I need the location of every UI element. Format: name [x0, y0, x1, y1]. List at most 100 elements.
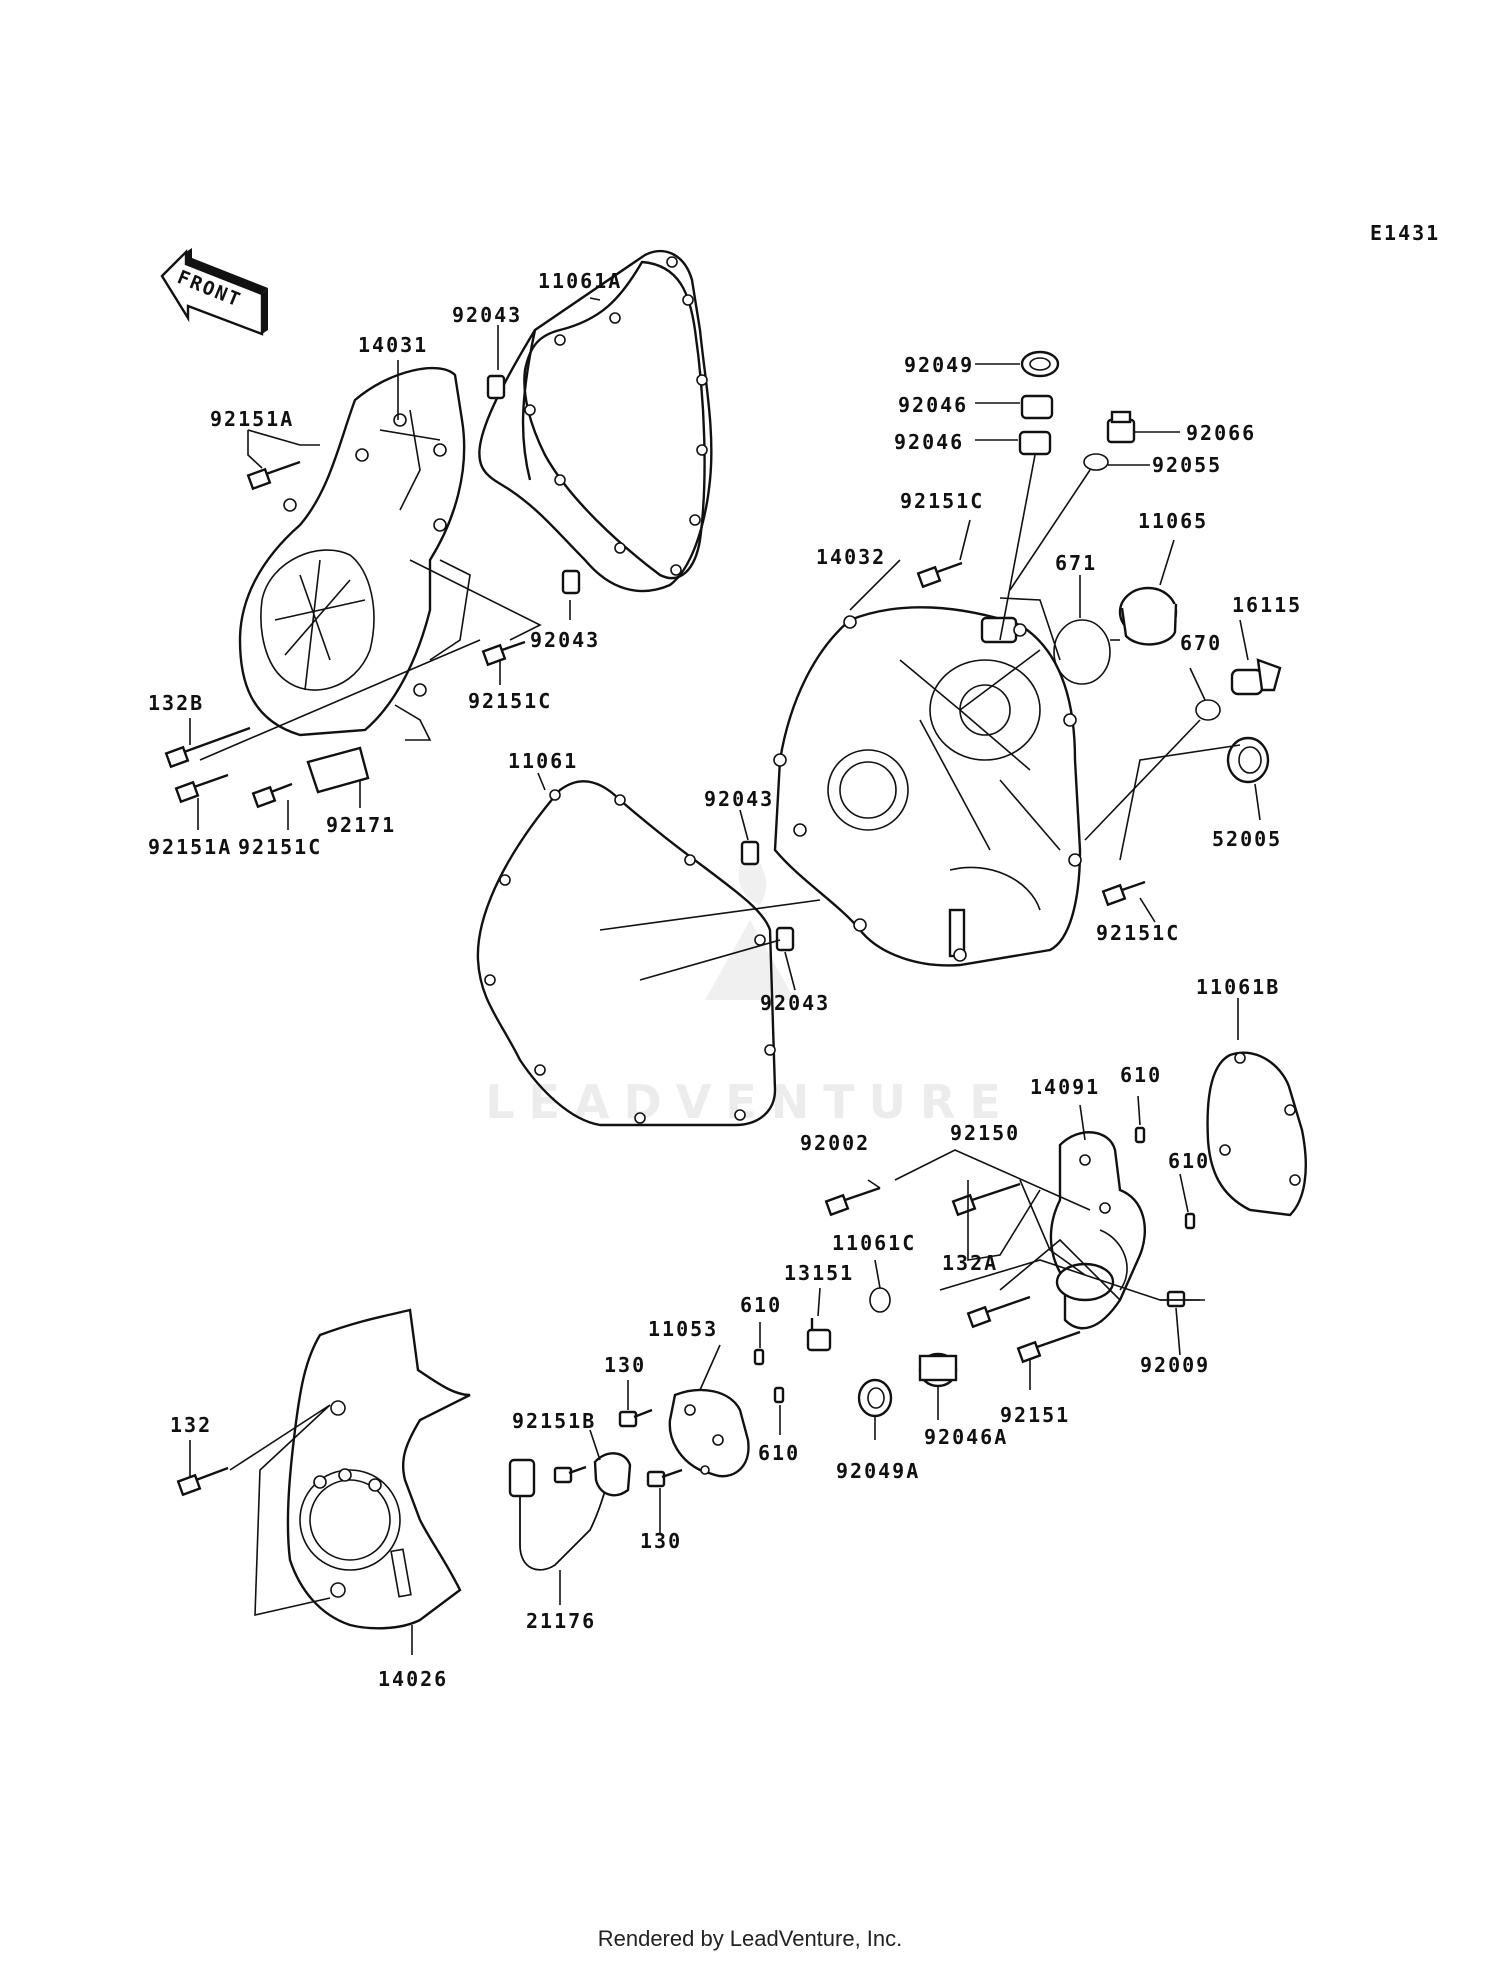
label-610-bottom: 610 [758, 1441, 800, 1465]
label-92009: 92009 [1140, 1353, 1210, 1377]
label-92151C-bottom: 92151C [238, 835, 322, 859]
gasket-11061B-holes [1219, 1052, 1301, 1186]
clutch-cover-14032 [773, 606, 1082, 967]
gasket-11061A-outline [523, 260, 706, 580]
label-11061B: 11061B [1196, 975, 1280, 999]
label-92171: 92171 [326, 813, 396, 837]
bolt-92151C-mid [916, 561, 963, 589]
label-11061: 11061 [508, 749, 578, 773]
label-92151C-right: 92151C [1096, 921, 1180, 945]
label-610-top: 610 [1120, 1063, 1162, 1087]
label-92043-low: 92043 [760, 991, 830, 1015]
bolt-132B [164, 726, 251, 769]
sprocket-cover-14026 [286, 1308, 471, 1630]
label-92043-left: 92043 [530, 628, 600, 652]
label-92151A-top: 92151A [210, 407, 294, 431]
diagram-code: E1431 [1370, 221, 1440, 245]
gasket-11061-holes [484, 789, 776, 1124]
front-arrow-icon: FRONT [160, 248, 268, 336]
label-11065: 11065 [1138, 509, 1208, 533]
label-132A: 132A [942, 1251, 998, 1275]
seal-52005 [1226, 736, 1270, 784]
label-11061A: 11061A [538, 269, 622, 293]
label-21176: 21176 [526, 1609, 596, 1633]
bolt-92151C-right [1101, 880, 1146, 907]
label-92046A: 92046A [924, 1425, 1008, 1449]
bolt-92151 [1016, 1330, 1081, 1364]
pin-610-top [1134, 1126, 1146, 1144]
label-92043-top: 92043 [452, 303, 522, 327]
bolt-132 [176, 1466, 229, 1497]
label-14026: 14026 [378, 1667, 448, 1691]
label-52005: 52005 [1212, 827, 1282, 851]
label-132B: 132B [148, 691, 204, 715]
label-14091: 14091 [1030, 1075, 1100, 1099]
sensor-21176 [508, 1452, 632, 1571]
pin-610-bottom [773, 1386, 785, 1404]
watermark: LEADVENTURE [485, 840, 1015, 1129]
bolt-132A [966, 1295, 1031, 1329]
dowel-92043-mid [740, 840, 760, 866]
grommet-92171 [306, 746, 370, 794]
label-92049A: 92049A [836, 1459, 920, 1483]
bolt-92151B [553, 1465, 587, 1484]
dowel-92043-top [486, 374, 506, 400]
cover-14091 [1049, 1131, 1147, 1330]
left-engine-cover-14031 [238, 367, 471, 741]
label-92049: 92049 [904, 353, 974, 377]
seal-92049A [857, 1378, 893, 1418]
label-610-right: 610 [1168, 1149, 1210, 1173]
gasket-11061 [476, 780, 777, 1127]
gasket-11061B [1206, 1051, 1307, 1217]
label-92046-b: 92046 [894, 430, 964, 454]
label-92002: 92002 [800, 1131, 870, 1155]
label-14032: 14032 [816, 545, 886, 569]
label-130-top: 130 [604, 1353, 646, 1377]
label-671: 671 [1055, 551, 1097, 575]
pin-610-mid [753, 1348, 765, 1366]
bolt-92002 [824, 1186, 881, 1217]
bolt-92151C-bottom [251, 782, 293, 809]
label-92043-mid: 92043 [704, 787, 774, 811]
label-92055: 92055 [1152, 453, 1222, 477]
washer-11061C [869, 1287, 891, 1313]
label-92151A-bottom: 92151A [148, 835, 232, 859]
oring-671 [1053, 619, 1111, 685]
bolt-130-bottom [646, 1468, 683, 1488]
label-11053: 11053 [648, 1317, 718, 1341]
dowel-92043-left [561, 569, 581, 595]
bolt-92151A-bottom [174, 773, 229, 804]
part-labels: 11061A 92043 14031 92151A 92043 92151C 1… [148, 269, 1302, 1691]
pin-610-right [1184, 1212, 1196, 1230]
bolt-92150 [951, 1182, 1021, 1217]
seal-92049 [1020, 350, 1060, 378]
label-130-bottom: 130 [640, 1529, 682, 1553]
bearing-92046A [918, 1352, 958, 1388]
footer-credit: Rendered by LeadVenture, Inc. [598, 1926, 903, 1951]
label-92151C-mid: 92151C [900, 489, 984, 513]
label-92150: 92150 [950, 1121, 1020, 1145]
leader-lines [189, 297, 1261, 1655]
label-14031: 14031 [358, 333, 428, 357]
label-92151C-left: 92151C [468, 689, 552, 713]
label-92066: 92066 [1186, 421, 1256, 445]
label-16115: 16115 [1232, 593, 1302, 617]
switch-13151 [806, 1318, 832, 1352]
cap-11065 [1118, 586, 1178, 646]
gasket-11061A-holes [524, 256, 708, 576]
label-92151: 92151 [1000, 1403, 1070, 1427]
bracket-11053 [668, 1388, 750, 1478]
watermark-text: LEADVENTURE [485, 1075, 1015, 1129]
bolt-92009 [1166, 1290, 1186, 1308]
bolt-130-top [618, 1408, 653, 1428]
plug-92066 [1106, 410, 1136, 444]
cap-16115 [1230, 658, 1282, 696]
label-11061C: 11061C [832, 1231, 916, 1255]
label-13151: 13151 [784, 1261, 854, 1285]
bearing-92046-a [1020, 394, 1054, 420]
bolt-92151A-top [246, 460, 301, 491]
label-92151B: 92151B [512, 1409, 596, 1433]
bearing-92046-b [1018, 430, 1052, 456]
dowel-92043-low [775, 926, 795, 952]
